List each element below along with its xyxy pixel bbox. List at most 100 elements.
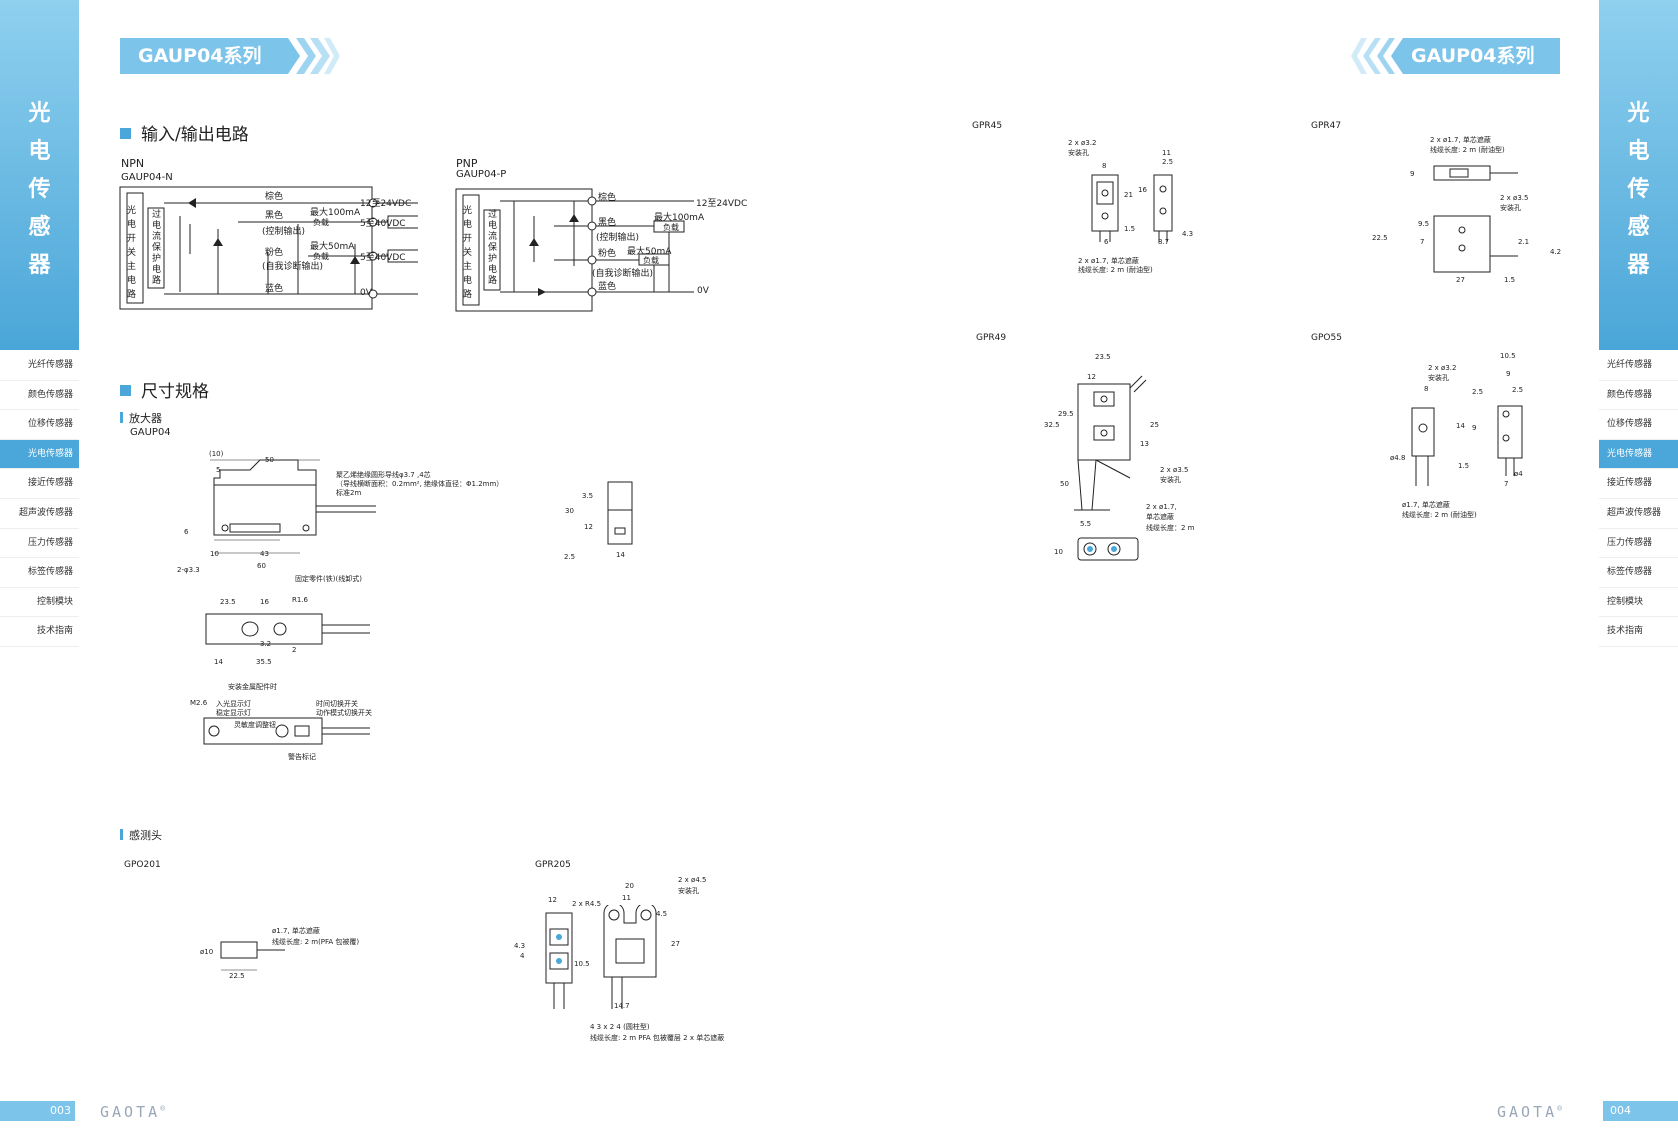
gpr47-d7: 7 [1420,238,1425,246]
pnp-brown: 棕色 [598,193,617,203]
amp-dim-5: 5 [216,466,221,474]
sensor-subtitle: 感测头 [120,827,162,843]
npn-brown: 棕色 [265,192,284,202]
gpr205-hole: 2 x ø4.5 [678,876,707,884]
nav-item-active[interactable]: 光电传感器 [0,439,79,470]
nav-item[interactable]: 颜色传感器 [1599,381,1678,411]
right-nav: 光纤传感器 颜色传感器 位移传感器 光电传感器 接近传感器 超声波传感器 压力传… [1599,351,1678,647]
side-title-char: 光 [1627,101,1650,126]
series-banner-left: GAUP04系列 [120,38,340,74]
nav-item[interactable]: 接近传感器 [1599,469,1678,499]
nav-item-active[interactable]: 光电传感器 [1599,439,1678,470]
amp-time-switch: 时间切换开关 [316,700,358,708]
npn-type: NPN [121,157,145,170]
gpr205-d11: 11 [622,894,631,902]
gpo55-hole2: 安装孔 [1428,374,1449,382]
nav-item[interactable]: 位移传感器 [1599,410,1678,440]
logo-reg: ® [1557,1104,1562,1113]
pnp-max1: 最大100mA [654,213,705,223]
banner-title: GAUP04系列 [1411,45,1535,67]
gpo55-drawing [1411,405,1523,486]
gpr47-d95: 9.5 [1418,220,1430,228]
banner-arrow-shape [120,38,340,74]
npn-load2: 负载 [313,252,329,261]
amp-cable-desc2: （导线横断面积：0.2mm², 绝缘体直径：Φ1.2mm） [336,480,504,488]
amp-model: GAUP04 [130,427,171,438]
amp-dim-6: 6 [184,528,189,536]
nav-item[interactable]: 标签传感器 [1599,558,1678,588]
footer-bar-right [1603,1101,1678,1121]
npn-max1: 最大100mA [310,208,361,218]
amp-cable-desc: 聚乙烯绝缘圆形导线φ3.7 ,4芯 [336,471,431,479]
gpr45-hole2: 安装孔 [1068,149,1089,157]
gpr47-d9: 9 [1410,170,1415,178]
amp-dim-10: (10) [209,450,224,458]
amp-mount-title: 安装金属配件时 [228,683,277,691]
gpo55-d14: 14 [1456,422,1465,430]
gpr49-hole2: 安装孔 [1160,476,1181,484]
gpr49-d10: 10 [1054,548,1063,556]
section-dims-title: 尺寸规格 [120,377,209,402]
gpr49-drawing [1074,375,1147,561]
nav-item[interactable]: 超声波传感器 [0,499,79,529]
nav-item[interactable]: 标签传感器 [0,558,79,588]
gpo55-d4: ø4 [1514,470,1523,478]
nav-item[interactable]: 光纤传感器 [0,351,79,381]
nav-item[interactable]: 技术指南 [1599,617,1678,647]
npn-v3: 5至40VDC [360,253,406,263]
amp-mode-switch: 动作模式切换开关 [316,709,372,717]
nav-item[interactable]: 光纤传感器 [1599,351,1678,381]
nav-item[interactable]: 颜色传感器 [0,381,79,411]
gpo201-cable1: ø1.7, 单芯遮蔽 [272,927,320,935]
pnp-max2: 最大50mA [627,247,672,257]
nav-item[interactable]: 控制模块 [1599,588,1678,618]
amp-top-view-drawing [205,613,370,645]
gpr205-d12: 12 [548,896,557,904]
nav-item[interactable]: 压力传感器 [0,529,79,559]
amp-front-view-drawing [210,459,320,554]
npn-v2: 5至40VDC [360,219,406,229]
side-title-char: 感 [1627,215,1650,240]
section-io-title: 输入/输出电路 [120,120,249,145]
gpo55-d8: 8 [1424,385,1429,393]
amp-dim-60: 60 [257,562,266,570]
nav-item[interactable]: 压力传感器 [1599,529,1678,559]
gpr45-d6: 6 [1104,238,1109,246]
gpr45-d43: 4.3 [1182,230,1194,238]
npn-protect-circuit-label: 过电流保护电路 [152,210,162,286]
pnp-pink: 粉色 [598,249,617,259]
nav-item[interactable]: 位移传感器 [0,410,79,440]
gpo201-d225: 22.5 [229,972,245,980]
side-title-char: 器 [1627,253,1650,278]
side-title: 光 电 传 感 器 [0,95,79,285]
gpo201-cable2: 线缆长度: 2 m(PFA 包被覆) [272,938,360,946]
gpr47-cable1: 2 x ø1.7, 单芯遮蔽 [1430,136,1491,144]
nav-item[interactable]: 控制模块 [0,588,79,618]
pnp-zero: 0V [697,286,709,296]
amp-side-35: 3.5 [582,492,594,500]
gpr49-d50: 50 [1060,480,1069,488]
gpr205-cable1: 4 3 x 2 4 (圆柱型) [590,1023,650,1031]
gpr49-cable1: 2 x ø1.7, [1146,503,1177,511]
nav-item[interactable]: 接近传感器 [0,469,79,499]
gpr47-d27: 27 [1456,276,1465,284]
series-banner-right: GAUP04系列 [1345,38,1560,74]
gpr45-d8: 8 [1102,162,1107,170]
gpr49-d55: 5.5 [1080,520,1092,528]
amp-side-14: 14 [616,551,625,559]
nav-item[interactable]: 超声波传感器 [1599,499,1678,529]
gpr49-title: GPR49 [976,333,1007,343]
section-io-label: 输入/输出电路 [141,125,249,145]
page-number-right: 004 [1610,1104,1631,1117]
gpo55-d25: 2.5 [1472,388,1484,396]
gpr49-cable2: 单芯遮蔽 [1146,513,1174,521]
pnp-model: GAUP04-P [456,169,507,180]
npn-max2: 最大50mA [310,242,355,252]
side-title-char: 光 [28,101,51,126]
pnp-load2: 负载 [643,256,659,265]
amp-warn: 警告标记 [288,753,316,761]
gpr49-cable3: 线缆长度：2 m [1146,524,1195,532]
nav-item[interactable]: 技术指南 [0,617,79,647]
brand-logo-right: GAOTA® [1497,1103,1562,1121]
pnp-blue: 蓝色 [598,282,617,292]
